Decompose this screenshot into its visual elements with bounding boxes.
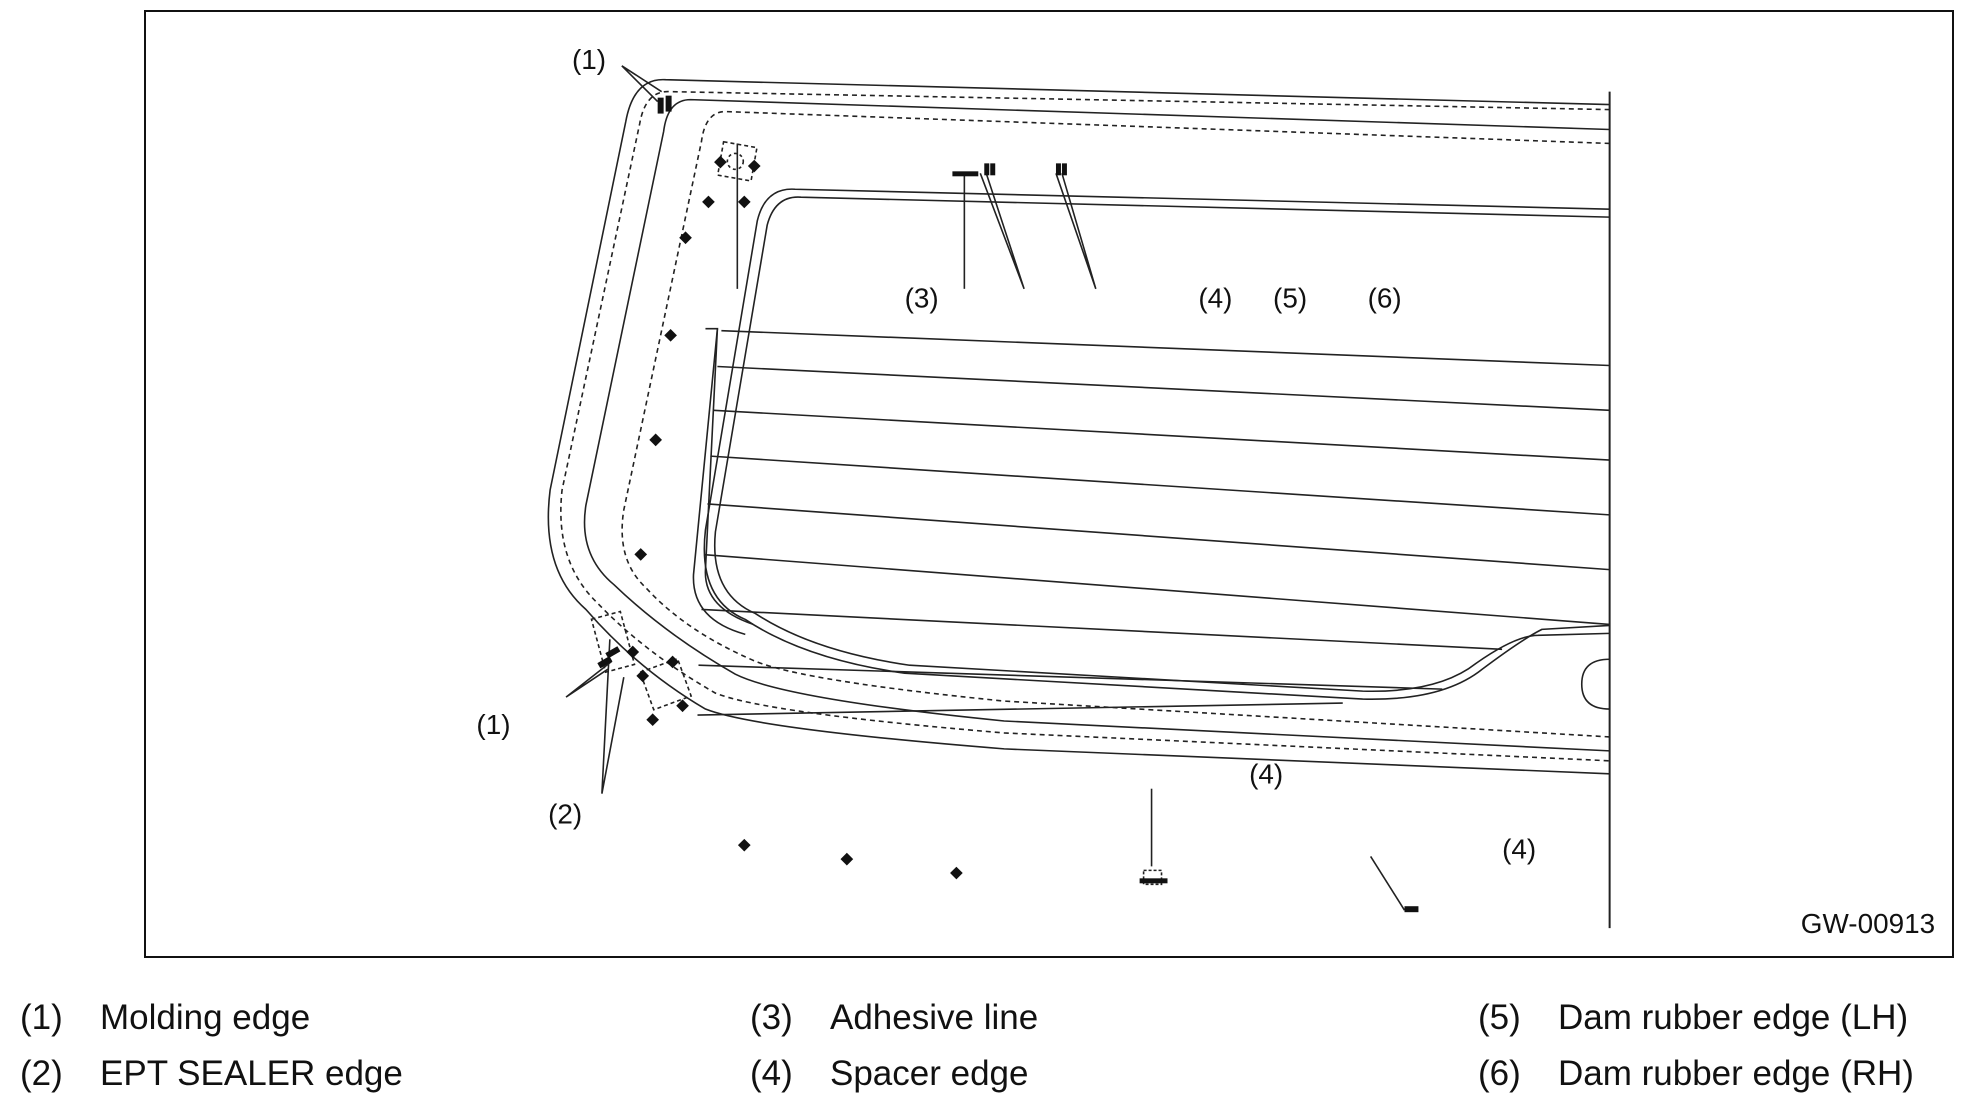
molding-outline bbox=[547, 78, 1610, 775]
legend-item-1: (1) Molding edge bbox=[20, 998, 310, 1038]
defogger-frame-inner bbox=[704, 328, 754, 626]
legend-item-4: (4) Spacer edge bbox=[750, 1054, 1028, 1094]
spacer-box bbox=[1142, 869, 1163, 886]
leader-5 bbox=[979, 173, 1025, 290]
legend-item-5: (5) Dam rubber edge (LH) bbox=[1478, 998, 1908, 1038]
legend-number: (1) bbox=[20, 998, 63, 1037]
legend-item-2: (2) EPT SEALER edge bbox=[20, 1054, 403, 1094]
sealer-square-bottom bbox=[639, 657, 693, 711]
glass-edge-inner bbox=[713, 196, 1610, 693]
legend-number: (5) bbox=[1478, 998, 1521, 1037]
callout-1-top: (1) bbox=[572, 44, 606, 75]
sealer-square-left bbox=[590, 610, 636, 674]
rear-window-diagram: (1) (1) (2) (3) (4) (5) (6) (4) (4) GW-0… bbox=[476, 44, 1935, 939]
legend-text: EPT SEALER edge bbox=[100, 1054, 403, 1093]
legend-text: Dam rubber edge (RH) bbox=[1558, 1054, 1914, 1093]
glass-edge-outer bbox=[703, 188, 1610, 700]
leader-2 bbox=[601, 639, 625, 794]
legend-text: Molding edge bbox=[100, 998, 311, 1037]
callout-1-left: (1) bbox=[476, 709, 510, 740]
callout-6: (6) bbox=[1368, 283, 1402, 314]
figure-code: GW-00913 bbox=[1801, 908, 1935, 939]
legend-item-6: (6) Dam rubber edge (RH) bbox=[1478, 1054, 1914, 1094]
callout-2: (2) bbox=[548, 799, 582, 830]
defogger-frame bbox=[692, 327, 746, 636]
inner-outline bbox=[583, 98, 1610, 752]
legend-text: Dam rubber edge (LH) bbox=[1558, 998, 1909, 1037]
legend: (1) Molding edge (2) EPT SEALER edge (3)… bbox=[0, 990, 1980, 1110]
callout-3: (3) bbox=[905, 283, 939, 314]
legend-text: Adhesive line bbox=[830, 998, 1039, 1037]
leader-1-top bbox=[621, 65, 663, 103]
diagram-frame: (1) (1) (2) (3) (4) (5) (6) (4) (4) GW-0… bbox=[144, 10, 1954, 958]
leader-6 bbox=[1055, 173, 1097, 290]
legend-item-3: (3) Adhesive line bbox=[750, 998, 1038, 1038]
notch bbox=[1580, 658, 1610, 710]
callout-4-bottom: (4) bbox=[1249, 759, 1283, 790]
leader-1-left bbox=[565, 660, 613, 698]
callout-4-right: (4) bbox=[1502, 833, 1536, 864]
legend-number: (2) bbox=[20, 1054, 63, 1093]
legend-text: Spacer edge bbox=[830, 1054, 1029, 1093]
legend-number: (6) bbox=[1478, 1054, 1521, 1093]
legend-number: (4) bbox=[750, 1054, 793, 1093]
callout-4-top: (4) bbox=[1198, 283, 1232, 314]
legend-number: (3) bbox=[750, 998, 793, 1037]
adhesive-dashed-line bbox=[621, 110, 1610, 738]
outer-dashed-line bbox=[560, 90, 1610, 762]
callout-5: (5) bbox=[1273, 283, 1307, 314]
leader-4-right bbox=[1369, 855, 1406, 911]
